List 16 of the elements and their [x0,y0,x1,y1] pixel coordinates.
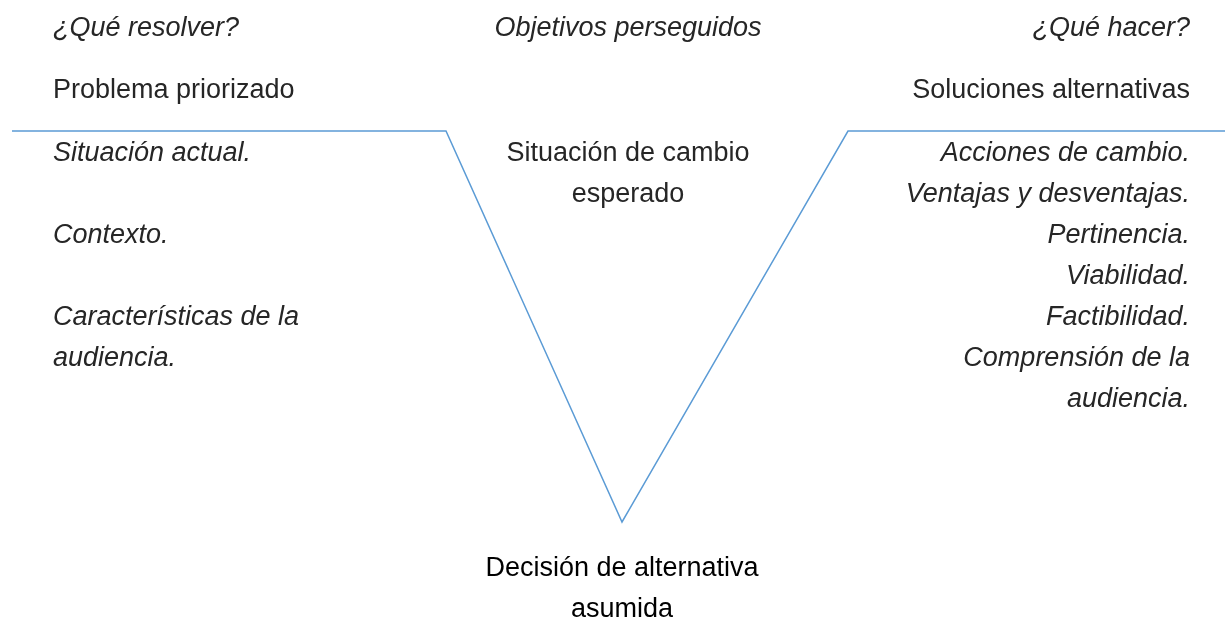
bottom-caption: Decisión de alternativa asumida [484,551,760,622]
list-item: Situación actual. [53,136,253,169]
list-item: Pertinencia. [1046,218,1190,251]
list-item: Ventajas y desventajas. [904,177,1190,210]
column-subheading: Problema priorizado [53,73,296,106]
list-item: Características de la audiencia. [53,300,301,374]
list-item: Acciones de cambio. [938,136,1190,169]
list-item: Comprensión de la audiencia. [962,341,1190,415]
list-item: Viabilidad. [1064,259,1190,292]
column-heading: ¿Qué hacer? [1031,11,1190,44]
column-heading: Objetivos perseguidos [493,11,763,44]
column-heading: ¿Qué resolver? [53,11,241,44]
list-item: Contexto. [53,218,170,251]
column-subheading: Soluciones alternativas [911,73,1190,106]
list-item: Factibilidad. [1044,300,1190,333]
center-text: Situación de cambio esperado [505,136,751,210]
